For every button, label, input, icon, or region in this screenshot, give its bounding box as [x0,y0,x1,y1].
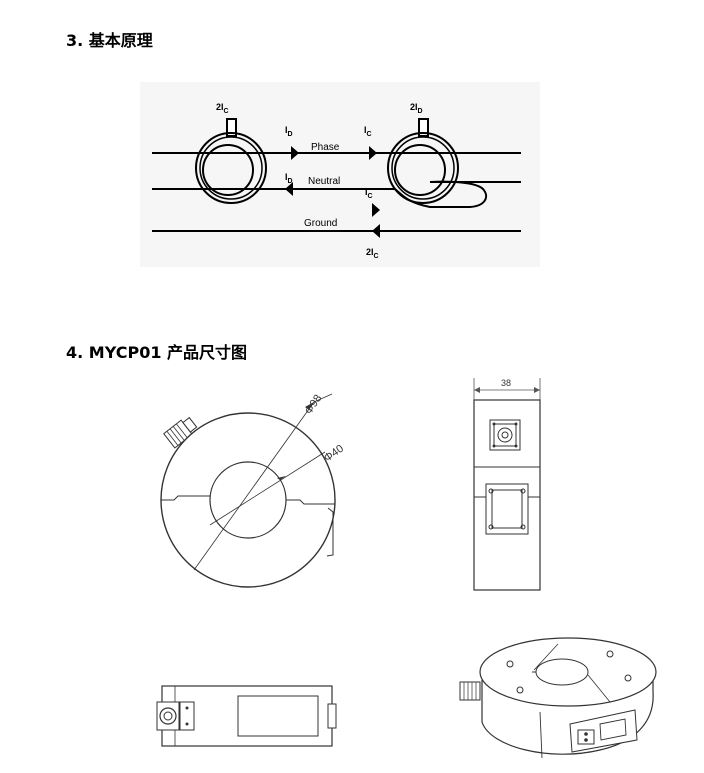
section-heading-dimensions: 4. MYCP01 产品尺寸图 [66,339,247,363]
svg-text:ID: ID [285,172,293,185]
front-view-drawing: Φ98 Φ40 [160,393,346,588]
svg-text:2ID: 2ID [410,102,423,115]
section-heading-principle: 3. 基本原理 [66,27,153,51]
section-title: MYCP01 产品尺寸图 [88,343,248,362]
svg-text:2IC: 2IC [216,102,229,115]
side-view-drawing: 38 [473,378,541,591]
section-number: 4. [66,343,84,362]
top-view-drawing [156,685,337,747]
principle-diagram: 2IC 2ID ID IC Phase ID Neutral IC Ground… [140,82,540,267]
phase-arrow-left-icon [291,146,299,160]
svg-text:2IC: 2IC [366,247,379,260]
isometric-view-drawing [459,637,657,759]
left-ct-coil [195,118,267,204]
ground-arrow-icon [372,224,380,238]
neutral-arrow-left-icon [285,182,293,196]
right-ct-coil [387,118,459,204]
svg-text:ID: ID [285,125,293,138]
neutral-arrow-right-icon [372,203,380,217]
svg-text:IC: IC [364,125,372,138]
neutral-label: Neutral [308,176,340,187]
inner-diameter-dimension: Φ40 [322,443,346,465]
section-number: 3. [66,31,84,50]
phase-arrow-right-icon [369,146,377,160]
thickness-dimension: 38 [501,378,511,388]
phase-label: Phase [311,142,340,153]
section-title: 基本原理 [88,31,153,50]
svg-text:IC: IC [365,187,373,200]
ground-label: Ground [304,218,337,229]
outer-diameter-dimension: Φ98 [303,393,325,417]
